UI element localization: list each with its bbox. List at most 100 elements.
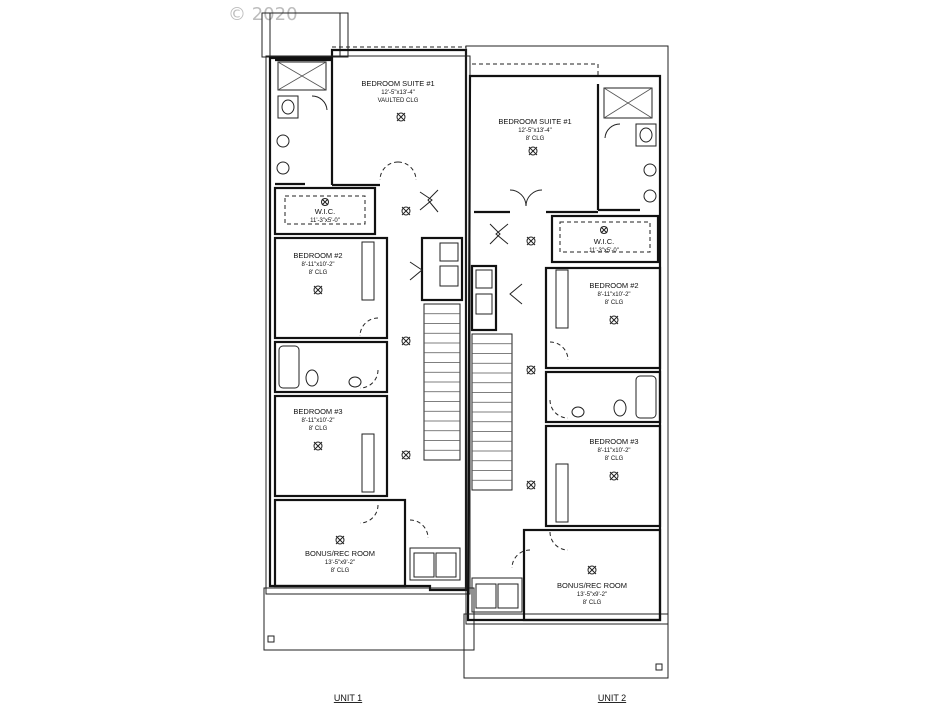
unit-2-light-fixture-4: [609, 315, 619, 325]
unit-2-dryer: [497, 583, 519, 609]
unit-2-closet-door: [509, 283, 523, 305]
unit-1-bedroom-2-dims: 8'-11"x10'-2": [301, 262, 334, 268]
unit-2-bedroom-3-name: BEDROOM #3: [589, 437, 638, 446]
unit-1-bedroom-2-name: BEDROOM #2: [293, 251, 342, 260]
copyright-watermark: © 2020: [228, 4, 298, 25]
unit-2-tub: [635, 375, 657, 419]
unit-1-dryer: [435, 552, 457, 578]
unit-1-lower-doors: [359, 504, 429, 539]
unit-1-bonus-name: BONUS/REC ROOM: [305, 549, 375, 558]
unit-2-porch: [463, 613, 669, 679]
unit-2-linen-doors: [489, 223, 509, 245]
unit-2-hall-sink: [571, 406, 585, 418]
unit-1-stair-treads: [424, 313, 460, 451]
unit-2-washer: [475, 583, 497, 609]
unit-2-light-fixture-8: [587, 565, 597, 575]
unit-2-bonus-dims: 13'-5"x9'-2": [577, 592, 607, 598]
unit-1-light-fixture-7: [401, 450, 411, 460]
unit-1-bonus-dims: 13'-5"x9'-2": [325, 560, 355, 566]
unit-2-hall-toilet: [613, 399, 627, 417]
unit-1-bedroom-3-walls: [273, 394, 389, 498]
unit-1-sink-2: [276, 161, 290, 175]
unit-1-light-fixture-4: [313, 285, 323, 295]
unit-1-wic-name: W.I.C.: [315, 207, 335, 216]
unit-2-sink-1: [643, 163, 657, 177]
unit-1-wic-shelf: [284, 195, 366, 225]
unit-1-light-fixture-6: [313, 441, 323, 451]
unit-1-hall-sink: [348, 376, 362, 388]
unit-1-bath-door: [359, 369, 379, 389]
unit-1-bedroom-3-ceiling: 8' CLG: [309, 426, 328, 432]
unit-2-bedroom-3-closet: [555, 463, 569, 523]
unit-2-label: UNIT 2: [598, 693, 626, 703]
unit-2-lower-doors: [511, 531, 569, 569]
unit-2-outer-wall-line: [465, 45, 669, 625]
unit-2-bedroom-suite-ceiling: 8' CLG: [526, 136, 545, 142]
unit-2-sink-2: [643, 189, 657, 203]
unit-2-wic-name: W.I.C.: [594, 237, 614, 246]
unit-1-bedroom-suite-dims: 12'-5"x13'-4": [381, 90, 415, 96]
unit-1-porch: [263, 587, 475, 651]
unit-1-outer-wall-line: [265, 55, 471, 595]
unit-2-plan: BEDROOM SUITE #1 12'-5"x13'-4" 8' CLG W.…: [463, 45, 669, 703]
unit-2-master-door-swing: [509, 189, 543, 207]
unit-2-bedroom-2-dims: 8'-11"x10'-2": [597, 292, 630, 298]
unit-1-bedroom-2-ceiling: 8' CLG: [309, 270, 328, 276]
unit-1-bedroom-2-door: [359, 317, 379, 337]
unit-1-laundry: [409, 547, 461, 581]
unit-1-wic-dims: 11'-3"x5'-0": [310, 218, 340, 224]
unit-2-furnace: [475, 293, 493, 315]
unit-2-toilet-bowl: [639, 127, 653, 143]
unit-2-stair-treads: [472, 343, 512, 481]
unit-1-light-fixture-8: [335, 535, 345, 545]
unit-2-bonus-name: BONUS/REC ROOM: [557, 581, 627, 590]
unit-2-wic-dims: 11'-3"x5'-0": [589, 248, 619, 254]
unit-1-light-fixture-2: [321, 198, 329, 206]
unit-2-utility-closet: [470, 264, 498, 332]
unit-1-light-fixture-1: [396, 112, 406, 122]
unit-2-bath-door: [549, 399, 569, 419]
unit-1-bath-door-swing: [311, 95, 328, 111]
unit-2-bedroom-2-name: BEDROOM #2: [589, 281, 638, 290]
unit-1-utility-closet: [420, 236, 464, 302]
unit-1-light-fixture-3: [401, 206, 411, 216]
unit-2-bedroom-2-closet: [555, 269, 569, 329]
unit-1-bedroom-2-closet: [361, 241, 375, 301]
unit-1-bedroom-suite-ceiling: VAULTED CLG: [378, 98, 419, 104]
unit-1-furnace: [439, 265, 459, 287]
unit-2-bonus-ceiling: 8' CLG: [583, 600, 602, 606]
unit-1-outer-wall: [268, 48, 468, 592]
unit-1-linen-doors: [419, 189, 439, 213]
unit-1-master-bath-wall: [275, 58, 334, 185]
unit-2-light-fixture-1: [528, 146, 538, 156]
unit-2-bedroom-3-dims: 8'-11"x10'-2": [597, 448, 630, 454]
unit-1-bonus-walls: [273, 498, 407, 588]
unit-2-bedroom-suite-name: BEDROOM SUITE #1: [498, 117, 571, 126]
unit-1-shower-x: [277, 61, 327, 91]
unit-2-light-fixture-2: [600, 226, 608, 234]
unit-2-hall-bath-walls: [544, 370, 662, 424]
unit-2-bonus-walls: [522, 528, 662, 622]
unit-2-light-fixture-7: [526, 480, 536, 490]
unit-2-balcony-line: [469, 63, 599, 76]
unit-1-hall-bath-walls: [273, 340, 389, 394]
unit-1-toilet-bowl: [281, 99, 295, 115]
unit-2-water-heater: [475, 269, 493, 289]
unit-2-porch-post: [655, 663, 663, 671]
unit-1-master-door-swing: [379, 161, 417, 181]
unit-1-water-heater: [439, 242, 459, 262]
unit-2-bedroom-2-walls: [544, 266, 662, 370]
unit-2-wic-walls: [550, 214, 660, 264]
unit-1-bonus-ceiling: 8' CLG: [331, 568, 350, 574]
unit-2-light-fixture-6: [609, 471, 619, 481]
unit-2-bath-door-swing: [604, 123, 621, 139]
unit-1-sink-1: [276, 134, 290, 148]
unit-1-washer: [413, 552, 435, 578]
unit-2-wic-shelf: [559, 221, 651, 253]
unit-1-bedroom-3-closet: [361, 433, 375, 493]
unit-2-bedroom-3-walls: [544, 424, 662, 528]
unit-1-label: UNIT 1: [334, 693, 362, 703]
unit-1-bedroom-3-name: BEDROOM #3: [293, 407, 342, 416]
unit-2-laundry: [471, 577, 523, 613]
unit-2-bedroom-2-door: [549, 341, 569, 361]
